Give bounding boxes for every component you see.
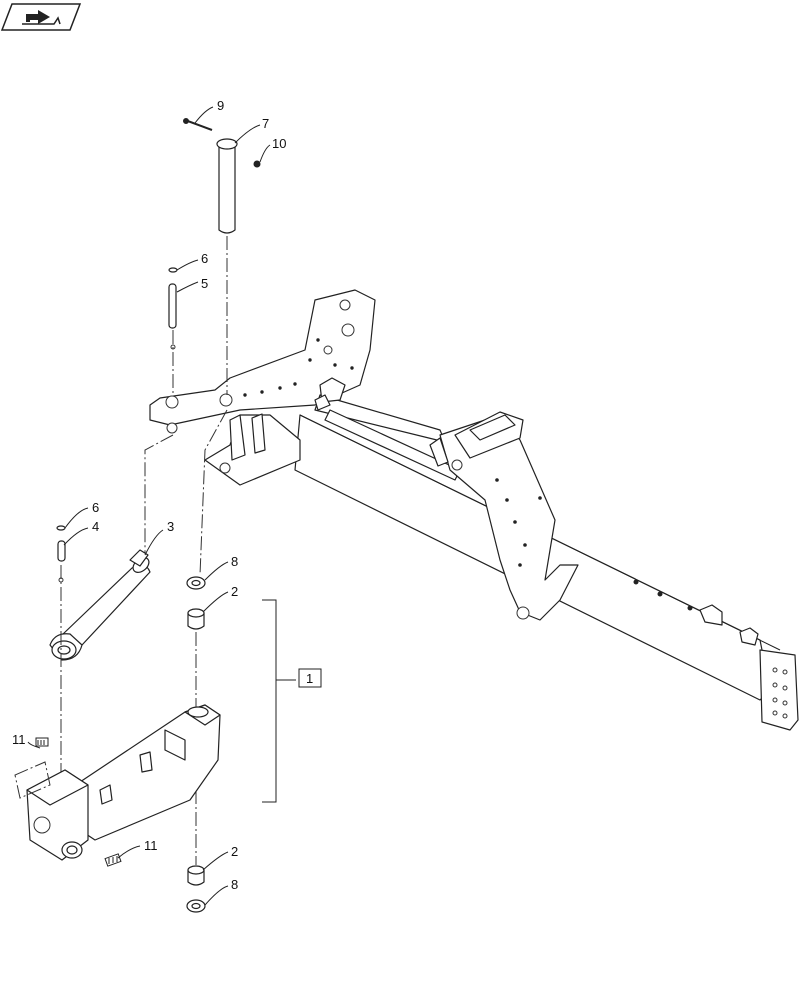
callout-4: 4 [92,519,99,534]
decal-part-11-upper [35,737,49,747]
clip-part-6-upper [168,267,178,273]
callout-1: 1 [306,671,313,686]
bushing-part-2-lower [187,865,205,886]
decal-part-11-lower [104,853,122,867]
bolt-part-9 [183,118,213,131]
pin-part-7 [216,138,238,234]
cylinder-part-3 [49,549,151,661]
callout-8-upper: 8 [231,554,238,569]
callout-3: 3 [167,519,174,534]
swing-arm [14,704,221,861]
main-frame [149,289,799,731]
callout-2-upper: 2 [231,584,238,599]
callout-2-lower: 2 [231,844,238,859]
callout-9: 9 [217,98,224,113]
callout-leaders [27,106,271,906]
nut-part-10 [253,160,261,168]
clip-part-6-lower [56,525,66,531]
callout-5: 5 [201,276,208,291]
callout-11-upper: 11 [12,732,26,747]
callout-1-box [298,668,322,688]
next-page-arrow-icon[interactable] [0,3,82,31]
callout-8-lower: 8 [231,877,238,892]
washer-part-8-lower [186,899,206,913]
washer-part-8-upper [186,576,206,590]
callout-labels: 9 7 10 6 5 6 4 3 8 2 1 11 11 2 8 [12,98,322,892]
callout-10: 10 [272,136,286,151]
callout-7: 7 [262,116,269,131]
callout-11-lower: 11 [144,838,158,853]
callout-6-lower: 6 [92,500,99,515]
assembly-bracket [262,599,277,803]
callout-6-upper: 6 [201,251,208,266]
bushing-part-2-upper [187,608,205,630]
